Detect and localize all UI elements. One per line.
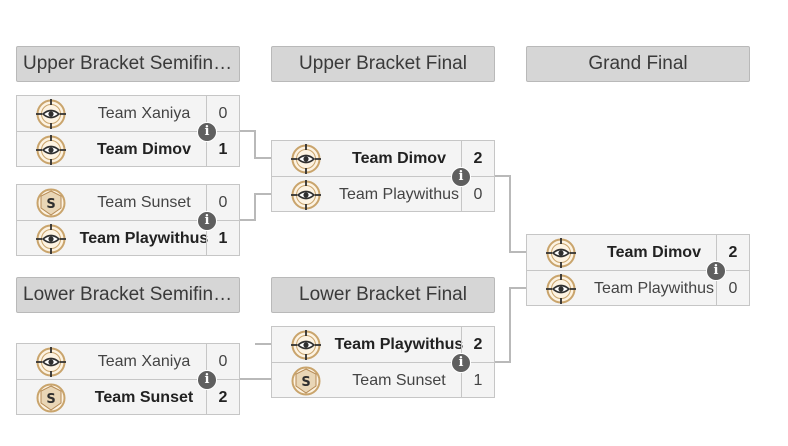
- eye-target-icon: [35, 134, 67, 166]
- eye-target-icon: [35, 346, 67, 378]
- team-score: 2: [461, 141, 494, 176]
- team-score: 2: [206, 380, 239, 415]
- team-score: 2: [461, 327, 494, 362]
- opponent-row[interactable]: Team Dimov 2: [527, 235, 749, 271]
- team-score: 0: [461, 177, 494, 212]
- team-score: 0: [206, 185, 239, 220]
- upper-bracket-final-header: Upper Bracket Final: [271, 46, 495, 82]
- team-name: Team Playwithus: [79, 229, 209, 247]
- s-badge-icon: S: [290, 365, 322, 397]
- opponent-row[interactable]: Team Xaniya 0: [17, 344, 239, 380]
- team-score: 1: [206, 132, 239, 167]
- opponent-row[interactable]: Team Playwithus 0: [527, 271, 749, 306]
- match-lower-semifinal[interactable]: Team Xaniya 0 S Team Sunset 2: [16, 343, 240, 415]
- team-name: Team Playwithus: [593, 279, 715, 297]
- team-name: Team Sunset: [352, 371, 446, 389]
- eye-target-icon: [290, 329, 322, 361]
- lower-bracket-semifinals-header: Lower Bracket Semifinals: [16, 277, 240, 313]
- info-icon[interactable]: i: [451, 353, 471, 373]
- team-name: Team Sunset: [97, 193, 191, 211]
- info-icon[interactable]: i: [197, 122, 217, 142]
- team-score: 0: [206, 344, 239, 379]
- team-name: Team Playwithus: [338, 185, 460, 203]
- opponent-row[interactable]: S Team Sunset 0: [17, 185, 239, 221]
- team-name: Team Xaniya: [97, 352, 191, 370]
- opponent-row[interactable]: S Team Sunset 2: [17, 380, 239, 415]
- lower-bracket-final-header: Lower Bracket Final: [271, 277, 495, 313]
- team-score: 1: [461, 363, 494, 398]
- svg-text:S: S: [46, 392, 55, 407]
- svg-text:S: S: [301, 375, 310, 390]
- opponent-row[interactable]: Team Dimov 2: [272, 141, 494, 177]
- opponent-row[interactable]: S Team Sunset 1: [272, 363, 494, 398]
- eye-target-icon: [35, 223, 67, 255]
- team-score: 1: [206, 221, 239, 256]
- team-name: Team Dimov: [97, 140, 191, 158]
- team-score: 0: [206, 96, 239, 131]
- team-score: 0: [716, 271, 749, 306]
- team-name: Team Playwithus: [334, 335, 464, 353]
- info-icon[interactable]: i: [197, 211, 217, 231]
- opponent-row[interactable]: Team Dimov 1: [17, 132, 239, 167]
- eye-target-icon: [35, 98, 67, 130]
- grand-final-header: Grand Final: [526, 46, 750, 82]
- opponent-row[interactable]: Team Xaniya 0: [17, 96, 239, 132]
- team-name: Team Dimov: [607, 243, 701, 261]
- eye-target-icon: [290, 179, 322, 211]
- opponent-row[interactable]: Team Playwithus 0: [272, 177, 494, 212]
- s-badge-icon: S: [35, 187, 67, 219]
- opponent-row[interactable]: Team Playwithus 2: [272, 327, 494, 363]
- eye-target-icon: [545, 237, 577, 269]
- s-badge-icon: S: [35, 382, 67, 414]
- eye-target-icon: [290, 143, 322, 175]
- opponent-row[interactable]: Team Playwithus 1: [17, 221, 239, 256]
- team-name: Team Sunset: [94, 388, 194, 406]
- info-icon[interactable]: i: [706, 261, 726, 281]
- upper-bracket-semifinals-header: Upper Bracket Semifinals: [16, 46, 240, 82]
- team-score: 2: [716, 235, 749, 270]
- svg-text:S: S: [46, 197, 55, 212]
- info-icon[interactable]: i: [197, 370, 217, 390]
- team-name: Team Dimov: [352, 149, 446, 167]
- eye-target-icon: [545, 273, 577, 305]
- team-name: Team Xaniya: [97, 104, 191, 122]
- info-icon[interactable]: i: [451, 167, 471, 187]
